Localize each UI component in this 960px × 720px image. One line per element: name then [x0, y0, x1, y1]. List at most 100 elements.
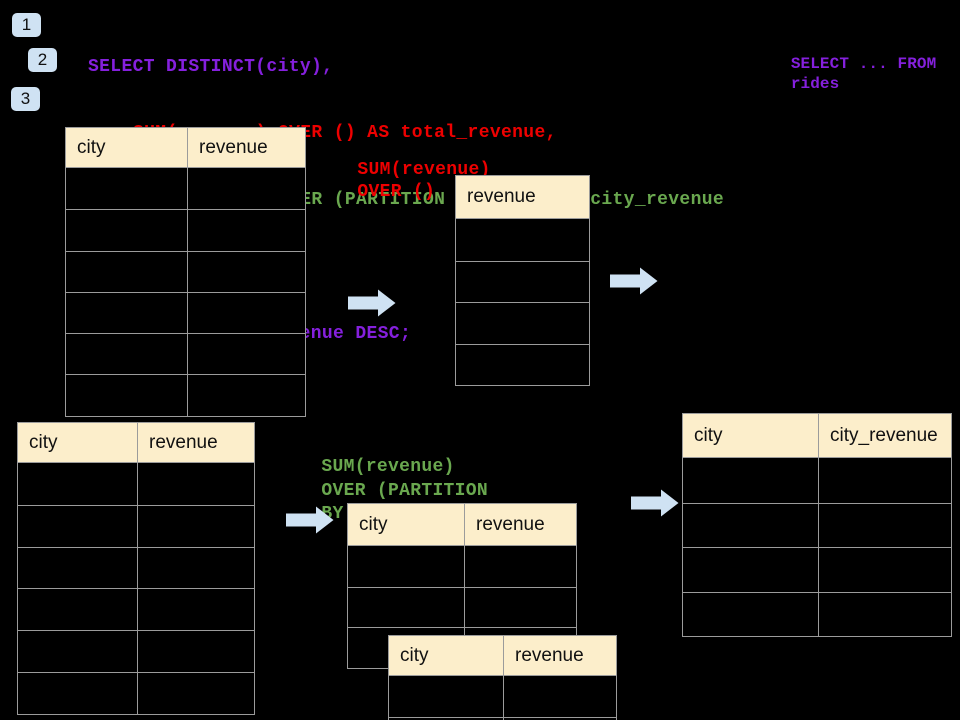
table-cell-empty — [66, 168, 187, 210]
table-cell-empty — [683, 592, 818, 636]
table-cell-empty — [18, 547, 137, 589]
table-row — [66, 374, 305, 416]
table-cell-empty — [348, 587, 464, 628]
table-cell-empty — [464, 546, 576, 587]
table-cell-empty — [683, 458, 818, 503]
table-cell-empty — [503, 676, 616, 717]
table-cell-empty — [187, 251, 305, 292]
partition-annotation-line1: SUM(revenue) — [321, 457, 455, 478]
table-cell-empty — [348, 546, 464, 587]
table-cell-empty — [818, 592, 951, 636]
table-cell-empty — [456, 303, 589, 344]
table-cell-empty — [66, 210, 187, 251]
table-partition-step-overlay-header: city revenue — [389, 636, 616, 676]
table-partition-step-header: city revenue — [348, 504, 576, 546]
table-cell-empty — [187, 375, 305, 416]
table-rides-source-bottom-body — [18, 463, 254, 714]
table-row — [18, 671, 254, 714]
table-cell-empty — [503, 718, 616, 720]
column-header-city: city — [400, 644, 429, 666]
step-badge-2: 2 — [28, 48, 57, 72]
table-row — [683, 458, 951, 503]
table-cell-empty — [18, 589, 137, 631]
side-note-line2: rides — [790, 75, 840, 93]
table-row — [683, 547, 951, 592]
table-cell-empty — [137, 505, 254, 547]
table-cell-empty — [683, 548, 818, 592]
column-header-revenue: revenue — [464, 504, 576, 545]
table-rides-source-bottom-header: city revenue — [18, 423, 254, 463]
table-cell-empty — [187, 292, 305, 334]
partition-annotation-line2: OVER (PARTITION — [321, 480, 488, 501]
table-row — [348, 546, 576, 587]
step-badge-3: 3 — [11, 87, 40, 111]
sql-line-select: SELECT DISTINCT(city), — [88, 56, 334, 77]
table-cell-empty — [818, 548, 951, 592]
table-cell-empty — [187, 210, 305, 251]
column-header-revenue: revenue — [503, 636, 616, 675]
side-note-line1: SELECT ... FROM — [790, 54, 937, 73]
arrow-right-icon — [610, 267, 658, 295]
table-row — [18, 588, 254, 631]
table-total-revenue-result: revenue — [455, 175, 590, 386]
table-city-revenue-result: city city_revenue — [682, 413, 952, 637]
table-cell-empty — [18, 463, 137, 505]
table-city-revenue-result-header: city city_revenue — [683, 414, 951, 458]
column-header-revenue: revenue — [467, 186, 536, 207]
table-row — [389, 676, 616, 717]
step-badge-1: 1 — [12, 13, 41, 37]
table-rides-source-bottom: city revenue — [17, 422, 255, 715]
column-header-city: city — [694, 424, 723, 446]
table-cell-empty — [137, 589, 254, 631]
table-cell-empty — [66, 334, 187, 375]
table-cell-empty — [137, 547, 254, 589]
table-row — [456, 219, 589, 261]
arrow-right-icon — [286, 506, 334, 534]
table-cell-empty — [464, 587, 576, 628]
column-header-city: city — [359, 513, 388, 535]
table-total-revenue-result-header: revenue — [456, 176, 589, 219]
table-cell-empty — [137, 672, 254, 714]
table-cell-empty — [137, 463, 254, 505]
table-row — [389, 717, 616, 720]
table-row — [18, 630, 254, 672]
table-cell-empty — [818, 458, 951, 503]
table-row — [456, 343, 589, 385]
column-header-revenue: revenue — [137, 423, 254, 462]
table-row — [683, 591, 951, 636]
table-cell-empty — [18, 631, 137, 672]
table-row — [66, 250, 305, 292]
table-city-revenue-result-body — [683, 458, 951, 636]
table-cell-empty — [187, 334, 305, 375]
table-row — [456, 302, 589, 344]
column-header-revenue: revenue — [187, 128, 305, 167]
table-cell-empty — [66, 251, 187, 292]
table-row — [18, 463, 254, 505]
table-partition-step-overlay-body — [389, 676, 616, 720]
table-row — [18, 504, 254, 547]
table-cell-empty — [683, 503, 818, 547]
table-total-revenue-result-body — [456, 219, 589, 385]
step-badge-3-label: 3 — [20, 89, 31, 108]
table-cell-empty — [389, 718, 503, 720]
total-revenue-annotation-line2: OVER () — [357, 182, 436, 202]
table-cell-empty — [187, 168, 305, 210]
side-note-select-from-rides: SELECT ... FROM rides — [752, 33, 936, 115]
table-row — [18, 546, 254, 589]
step-badge-1-label: 1 — [21, 15, 32, 34]
table-cell-empty — [456, 344, 589, 385]
arrow-right-icon — [348, 289, 396, 317]
table-row — [66, 333, 305, 375]
table-row — [66, 291, 305, 334]
table-cell-empty — [818, 503, 951, 547]
table-cell-empty — [456, 261, 589, 302]
table-cell-empty — [389, 676, 503, 717]
table-cell-empty — [18, 505, 137, 547]
column-header-city-revenue: city_revenue — [818, 414, 951, 457]
step-badge-2-label: 2 — [37, 50, 48, 69]
table-rides-source-top-header: city revenue — [66, 128, 305, 168]
table-rides-source-top-body — [66, 168, 305, 416]
table-row — [348, 586, 576, 628]
column-header-city: city — [29, 431, 58, 453]
